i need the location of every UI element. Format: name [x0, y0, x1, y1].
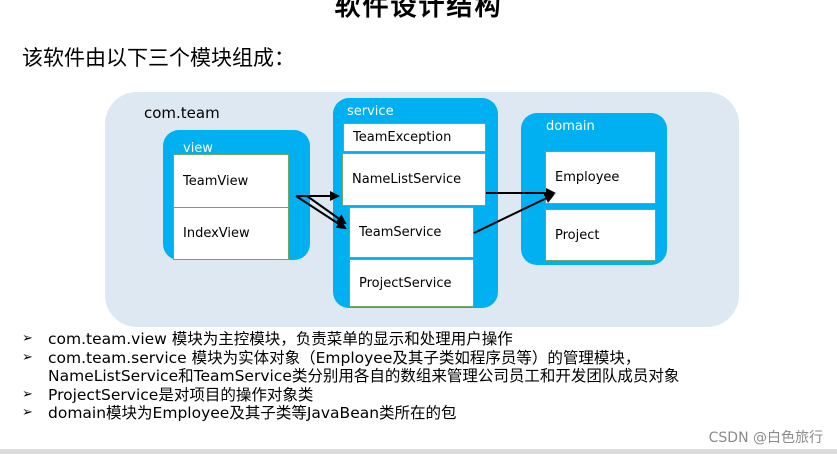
bullet-text: domain模块为Employee及其子类等JavaBean类所在的包: [48, 404, 457, 423]
class-teamexception: TeamException: [343, 123, 486, 152]
bullet-continuation: NameListService和TeamService类分别用各自的数组来管理公…: [22, 367, 822, 386]
class-indexview: IndexView: [173, 207, 289, 260]
bullet-text: com.team.view 模块为主控模块，负责菜单的显示和处理用户操作: [48, 330, 513, 348]
bullet-marker: ➢: [22, 405, 33, 421]
class-projectservice: ProjectService: [349, 259, 474, 307]
bullet-text: ProjectService是对项目的操作对象类: [48, 385, 314, 404]
bullet-item: ➢ com.team.view 模块为主控模块，负责菜单的显示和处理用户操作: [22, 330, 822, 349]
bullet-list: ➢ com.team.view 模块为主控模块，负责菜单的显示和处理用户操作 ➢…: [22, 330, 822, 423]
class-teamservice: TeamService: [349, 207, 474, 258]
bullet-item: ➢ domain模块为Employee及其子类等JavaBean类所在的包: [22, 404, 822, 423]
bullet-item: ➢ com.team.service 模块为实体对象（Employee及其子类如…: [22, 349, 822, 368]
page-title: 软件设计结构: [334, 0, 503, 22]
bullet-text: com.team.service 模块为实体对象（Employee及其子类如程序…: [48, 348, 641, 367]
package-label-view: view: [183, 141, 213, 156]
bullet-marker: ➢: [22, 349, 33, 365]
bottom-divider: [0, 449, 837, 454]
bullet-marker: ➢: [22, 331, 33, 346]
class-namelistservice: NameListService: [342, 153, 486, 206]
intro-text: 该软件由以下三个模块组成：: [22, 46, 295, 70]
bullet-text: NameListService和TeamService类分别用各自的数组来管理公…: [48, 367, 680, 386]
class-project: Project: [545, 209, 656, 261]
bullet-item: ➢ ProjectService是对项目的操作对象类: [22, 386, 822, 405]
package-label-com-team: com.team: [144, 104, 220, 122]
class-teamview: TeamView: [173, 154, 289, 208]
package-label-service: service: [347, 104, 394, 119]
package-label-domain: domain: [546, 119, 595, 134]
bullet-marker: ➢: [22, 386, 33, 402]
class-employee: Employee: [545, 151, 656, 204]
watermark: CSDN @白色旅行: [708, 430, 823, 446]
